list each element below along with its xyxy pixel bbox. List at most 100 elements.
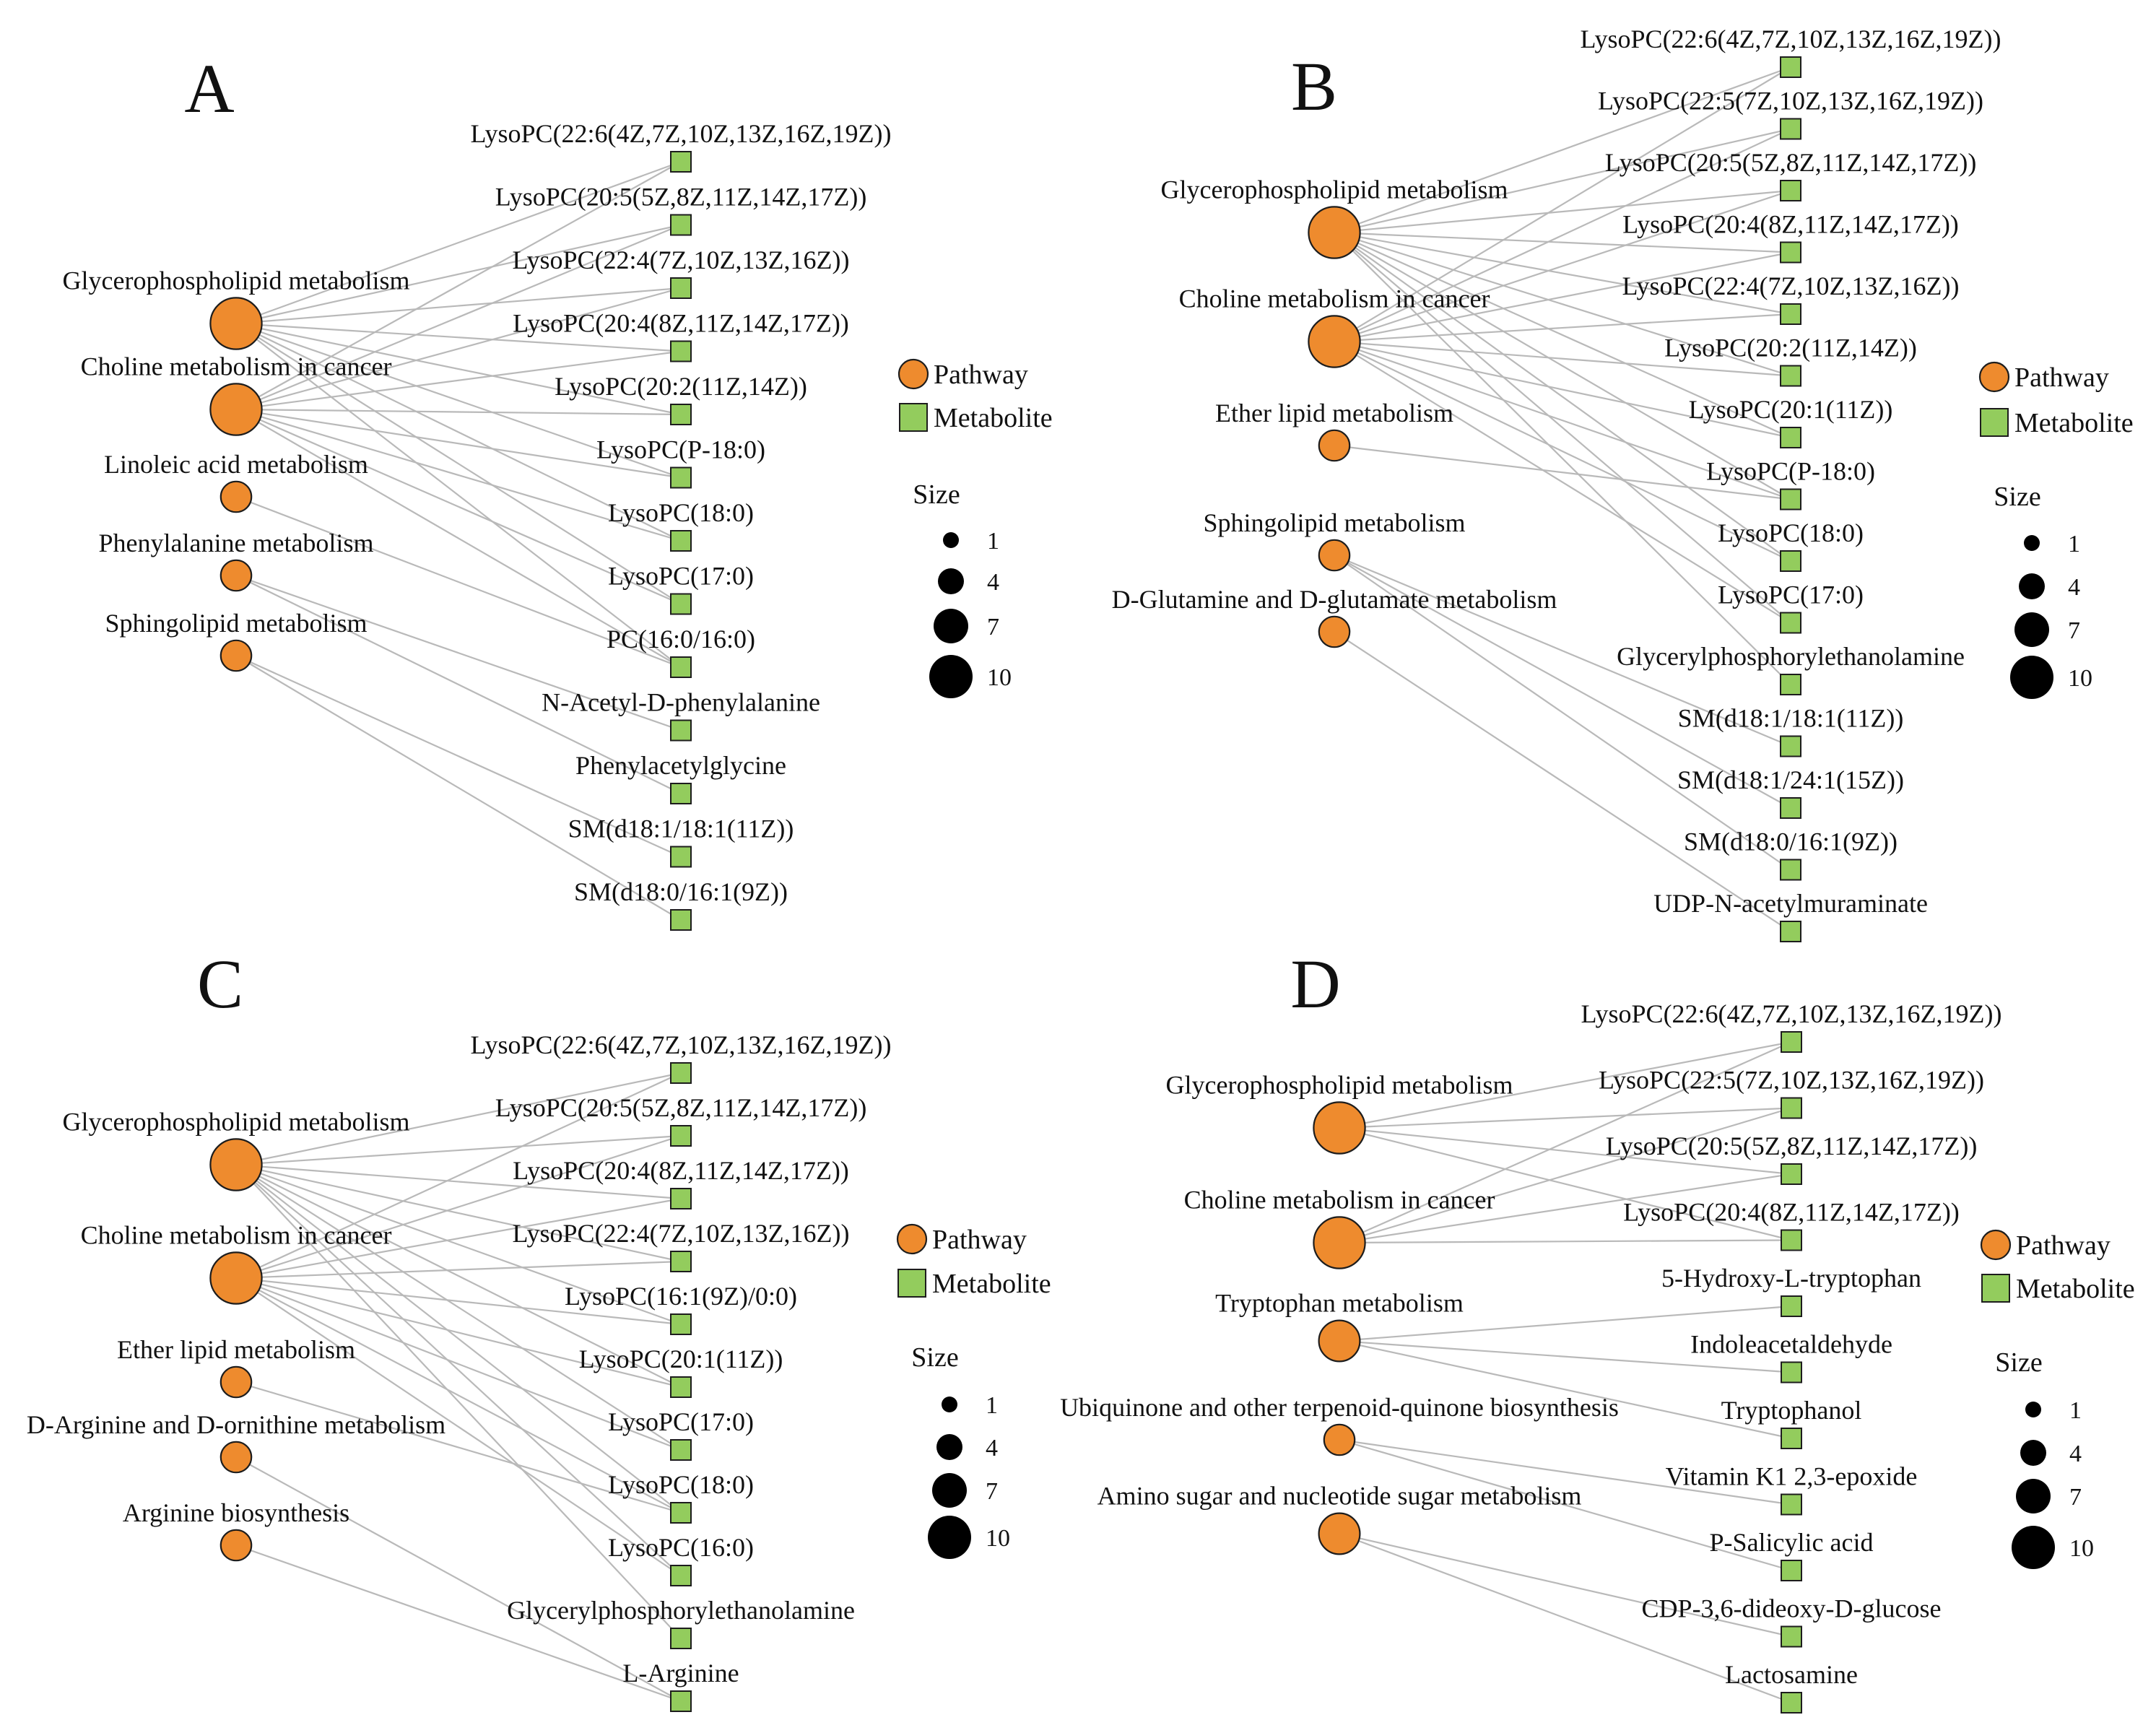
pathway-node[interactable] bbox=[209, 1138, 263, 1191]
edge-group bbox=[235, 1072, 682, 1703]
metabolite-node[interactable] bbox=[670, 783, 692, 804]
metabolite-node[interactable] bbox=[1780, 550, 1801, 572]
metabolite-node[interactable] bbox=[670, 1628, 692, 1649]
pathway-node[interactable] bbox=[219, 1529, 253, 1562]
pathway-node[interactable] bbox=[1323, 1423, 1356, 1456]
metabolite-node[interactable] bbox=[670, 1125, 692, 1147]
metabolite-node[interactable] bbox=[670, 340, 692, 362]
pathway-node[interactable] bbox=[219, 559, 253, 592]
metabolite-node[interactable] bbox=[1780, 674, 1801, 695]
metabolite-node[interactable] bbox=[1781, 1295, 1802, 1317]
pathway-node[interactable] bbox=[1318, 429, 1351, 462]
pathway-node[interactable] bbox=[1318, 615, 1351, 648]
metabolite-node[interactable] bbox=[1780, 241, 1801, 264]
metabolite-label: LysoPC(17:0) bbox=[1718, 581, 1864, 609]
metabolite-node[interactable] bbox=[670, 656, 692, 678]
metabolite-node[interactable] bbox=[670, 593, 692, 615]
metabolite-node[interactable] bbox=[1780, 488, 1801, 511]
metabolite-node[interactable] bbox=[670, 1251, 692, 1272]
pathway-node[interactable] bbox=[209, 383, 263, 436]
pathway-node[interactable] bbox=[209, 297, 263, 350]
edge bbox=[1339, 1532, 1792, 1704]
pathway-node[interactable] bbox=[1308, 206, 1361, 259]
metabolite-label: LysoPC(22:6(4Z,7Z,10Z,13Z,16Z,19Z)) bbox=[471, 1030, 892, 1059]
edge bbox=[1339, 1305, 1792, 1342]
size-legend-value: 10 bbox=[2069, 1535, 2094, 1562]
edge bbox=[235, 1277, 682, 1389]
metabolite-node[interactable] bbox=[670, 1188, 692, 1209]
panel-letter: B bbox=[1291, 48, 1337, 125]
metabolite-node[interactable] bbox=[1781, 1493, 1802, 1516]
pathway-node[interactable] bbox=[1318, 1512, 1361, 1555]
size-legend-value: 4 bbox=[986, 1435, 998, 1461]
pathway-node[interactable] bbox=[1318, 539, 1351, 572]
pathway-node[interactable] bbox=[219, 639, 253, 672]
metabolite-label: LysoPC(20:5(5Z,8Z,11Z,14Z,17Z)) bbox=[495, 1093, 867, 1122]
edge bbox=[235, 1164, 682, 1451]
metabolite-node[interactable] bbox=[1781, 1163, 1802, 1185]
metabolite-node[interactable] bbox=[670, 214, 692, 236]
metabolite-node[interactable] bbox=[1780, 56, 1801, 78]
pathway-node[interactable] bbox=[1313, 1216, 1366, 1269]
metabolite-node[interactable] bbox=[670, 1690, 692, 1712]
metabolite-node[interactable] bbox=[670, 846, 692, 868]
metabolite-node[interactable] bbox=[1781, 1428, 1802, 1449]
edge-group bbox=[1339, 1041, 1792, 1704]
metabolite-node[interactable] bbox=[670, 1376, 692, 1398]
edge bbox=[235, 323, 682, 668]
pathway-node[interactable] bbox=[219, 480, 253, 513]
size-legend-value: 1 bbox=[986, 1392, 998, 1419]
metabolite-node[interactable] bbox=[670, 1313, 692, 1335]
metabolite-node[interactable] bbox=[1780, 735, 1801, 757]
edge bbox=[235, 287, 682, 325]
metabolite-node[interactable] bbox=[1781, 1560, 1802, 1581]
size-legend-value: 4 bbox=[987, 569, 999, 596]
metabolite-node[interactable] bbox=[1780, 427, 1801, 448]
metabolite-node[interactable] bbox=[670, 1439, 692, 1461]
pathway-node[interactable] bbox=[209, 1251, 263, 1305]
metabolite-node[interactable] bbox=[670, 1062, 692, 1084]
edge bbox=[235, 1197, 682, 1280]
metabolite-node[interactable] bbox=[670, 466, 692, 489]
edge bbox=[235, 1260, 682, 1280]
metabolite-node[interactable] bbox=[1780, 797, 1801, 819]
edge bbox=[1334, 631, 1791, 932]
metabolite-label: SM(d18:1/24:1(15Z)) bbox=[1677, 765, 1904, 794]
pathway-node[interactable] bbox=[219, 1365, 253, 1399]
metabolite-node[interactable] bbox=[1780, 303, 1801, 325]
edge bbox=[1339, 1239, 1792, 1244]
legend-pathway-label: Pathway bbox=[2016, 1230, 2111, 1261]
metabolite-node[interactable] bbox=[670, 530, 692, 552]
pathway-node[interactable] bbox=[1318, 1319, 1361, 1363]
metabolite-node[interactable] bbox=[1781, 1361, 1802, 1384]
metabolite-node[interactable] bbox=[1781, 1031, 1802, 1053]
edge bbox=[235, 224, 682, 411]
size-legend-dot bbox=[934, 609, 968, 643]
metabolite-node[interactable] bbox=[670, 1565, 692, 1586]
metabolite-node[interactable] bbox=[1780, 612, 1801, 634]
pathway-node[interactable] bbox=[1313, 1101, 1366, 1155]
metabolite-label: LysoPC(18:0) bbox=[1718, 518, 1864, 547]
legend-pathway-label: Pathway bbox=[934, 360, 1028, 390]
metabolite-node[interactable] bbox=[670, 909, 692, 931]
metabolite-node[interactable] bbox=[670, 151, 692, 173]
metabolite-node[interactable] bbox=[1780, 921, 1801, 942]
metabolite-node[interactable] bbox=[1781, 1625, 1802, 1648]
metabolite-node[interactable] bbox=[670, 719, 692, 742]
metabolite-node[interactable] bbox=[1780, 859, 1801, 881]
metabolite-node[interactable] bbox=[670, 404, 692, 425]
metabolite-node[interactable] bbox=[1781, 1229, 1802, 1251]
pathway-node[interactable] bbox=[219, 1441, 253, 1474]
metabolite-node[interactable] bbox=[670, 277, 692, 299]
metabolite-node[interactable] bbox=[1780, 118, 1801, 140]
metabolite-node[interactable] bbox=[1781, 1692, 1802, 1714]
metabolite-node[interactable] bbox=[670, 1502, 692, 1524]
size-legend-title: Size bbox=[1994, 482, 2040, 512]
metabolite-label: LysoPC(22:4(7Z,10Z,13Z,16Z)) bbox=[513, 246, 850, 274]
metabolite-node[interactable] bbox=[1781, 1097, 1802, 1119]
edge bbox=[1339, 1126, 1792, 1176]
metabolite-node[interactable] bbox=[1780, 180, 1801, 201]
pathway-node[interactable] bbox=[1308, 315, 1361, 368]
legend-metabolite-label: Metabolite bbox=[932, 1269, 1051, 1299]
metabolite-node[interactable] bbox=[1780, 365, 1801, 387]
